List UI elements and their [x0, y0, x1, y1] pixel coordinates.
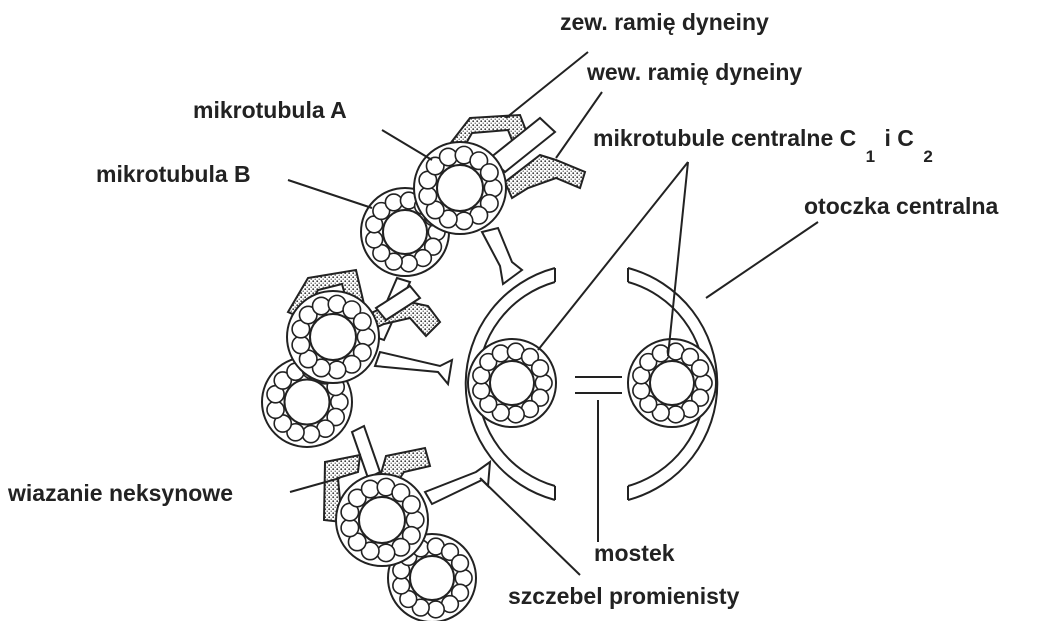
- label-central-microtubules: mikrotubule centralne C 1 i C 2: [593, 125, 933, 167]
- label-microtubule-b: mikrotubula B: [96, 161, 251, 187]
- label-central-sub-2: 2: [923, 147, 932, 166]
- central-microtubule-c2: [628, 339, 716, 427]
- label-radial-spoke: szczebel promienisty: [508, 583, 740, 609]
- label-microtubule-a: mikrotubula A: [193, 97, 347, 123]
- label-central-sub-1: 1: [866, 147, 875, 166]
- labels: zew. ramię dyneiny wew. ramię dyneiny mi…: [7, 9, 998, 609]
- central-microtubule-c1: [468, 339, 556, 427]
- label-central-sheath: otoczka centralna: [804, 193, 998, 219]
- label-inner-dynein-arm: wew. ramię dyneiny: [586, 59, 802, 85]
- label-nexin-link: wiazanie neksynowe: [7, 480, 233, 506]
- label-central-main: mikrotubule centralne C: [593, 125, 856, 151]
- label-central-mid: i C: [885, 125, 914, 151]
- label-bridge: mostek: [594, 540, 675, 566]
- central-microtubules: [468, 339, 716, 427]
- central-bridge: [575, 377, 622, 393]
- label-outer-dynein-arm: zew. ramię dyneiny: [560, 9, 769, 35]
- microtubule-a-3: [336, 474, 428, 566]
- microtubule-a-1: [414, 142, 506, 234]
- microtubule-a-2: [287, 291, 379, 383]
